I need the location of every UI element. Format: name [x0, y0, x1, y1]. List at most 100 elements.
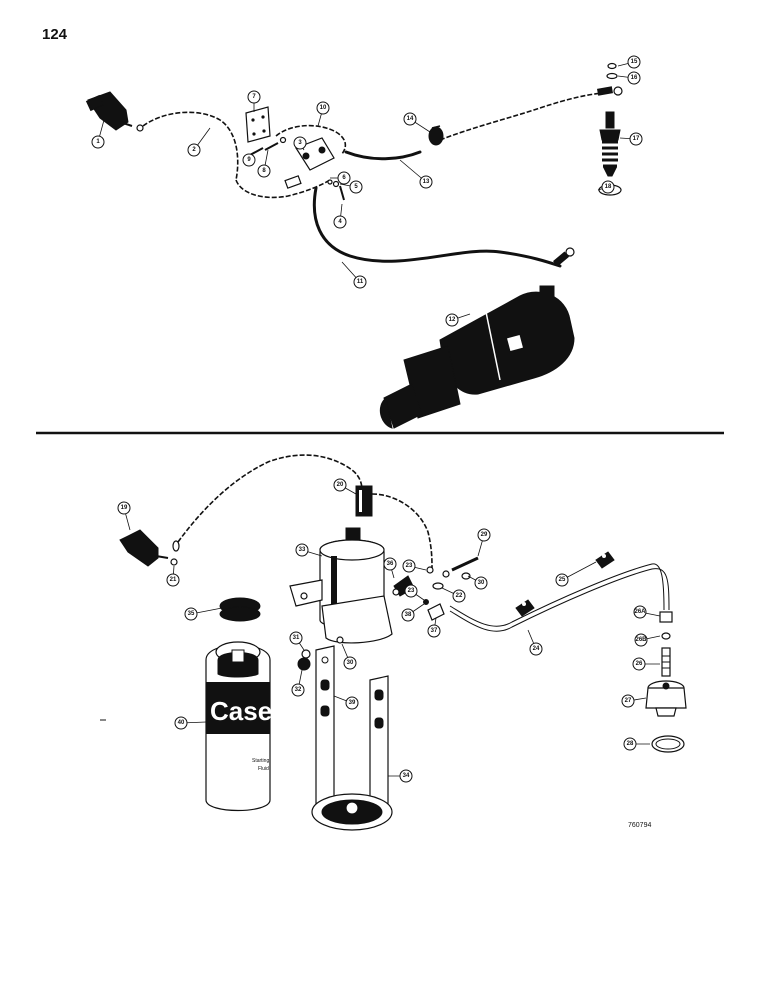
cable-connector-to-coil [371, 493, 433, 569]
ring-terminal-23 [426, 566, 434, 574]
callout-number: 27 [625, 698, 632, 704]
callout-number: 20 [337, 482, 344, 488]
callout-number: 23 [408, 588, 415, 594]
callout-circle [184, 607, 198, 621]
callout-circle [634, 633, 648, 647]
callout-number: 38 [405, 612, 412, 618]
boot-14 [428, 125, 444, 146]
callout-number: 8 [262, 168, 266, 174]
switch-part-1 [85, 91, 144, 132]
fittings-26 [659, 611, 673, 677]
ring-terminal [597, 86, 623, 96]
callout-circle [427, 624, 441, 638]
cable-10 [275, 124, 347, 155]
callout-number: 30 [478, 580, 485, 586]
callout-circle [247, 90, 261, 104]
cap-35 [219, 597, 261, 622]
callout-circle [621, 694, 635, 708]
nut-32 [297, 657, 311, 671]
callout-circle [333, 215, 347, 229]
callout-circle [345, 696, 359, 710]
heater-17 [599, 111, 621, 177]
callout-number: 1 [96, 139, 100, 145]
callout-circle [601, 180, 615, 194]
callout-circle [257, 164, 271, 178]
starting-fluid-can-40: Case Starting Fluid [205, 641, 272, 812]
washer-30-lower [336, 636, 344, 644]
callout-circle [555, 573, 569, 587]
callout-number: 30 [347, 660, 354, 666]
callout-number: 26B [635, 637, 647, 643]
callout-circle [166, 573, 180, 587]
nut-37 [427, 603, 445, 621]
screws-8-9 [249, 136, 287, 156]
callout-circle [477, 528, 491, 542]
callout-circle [452, 589, 466, 603]
mounting-plate-7 [245, 106, 271, 143]
bracket-34-39 [311, 645, 393, 831]
callout-circle [627, 71, 641, 85]
callout-number: 2 [192, 147, 196, 153]
callout-circle [291, 683, 305, 697]
callout-layer: 1234567891011121314151617181920212223232… [91, 55, 661, 783]
callout-circle [289, 631, 303, 645]
callout-circle [174, 716, 188, 730]
callout-circle [187, 143, 201, 157]
cable-13-right [439, 92, 605, 141]
callout-circle [399, 769, 413, 783]
callout-circle [632, 657, 646, 671]
callout-number: 25 [559, 577, 566, 583]
clips-25 [515, 551, 615, 617]
callout-circle [293, 136, 307, 150]
callout-circle [474, 576, 488, 590]
callout-circle [333, 478, 347, 492]
callout-number: 36 [387, 561, 394, 567]
callout-number: 37 [431, 628, 438, 634]
callout-number: 35 [188, 611, 195, 617]
callout-number: 39 [349, 700, 356, 706]
callout-circle [402, 559, 416, 573]
cable-to-connector-20 [177, 454, 363, 543]
washer-31 [301, 649, 311, 659]
cable-2 [142, 111, 239, 181]
gasket-28-inner [655, 738, 681, 750]
bolt-29 [442, 556, 479, 578]
nut-22 [432, 582, 444, 590]
callout-number: 13 [423, 179, 430, 185]
can-small-text-1: Starting [252, 758, 269, 764]
callout-number: 28 [627, 741, 634, 747]
washer-30-upper [461, 572, 471, 580]
callout-circle [117, 501, 131, 515]
callout-number: 10 [320, 105, 327, 111]
callout-number: 12 [449, 317, 456, 323]
callout-number: 24 [533, 646, 540, 652]
callout-number: 4 [338, 219, 342, 225]
callout-circle [529, 642, 543, 656]
callout-number: 26A [634, 609, 646, 615]
callout-circle [337, 171, 351, 185]
callout-circle [316, 101, 330, 115]
callout-number: 6 [342, 175, 346, 181]
callout-circle [242, 153, 256, 167]
bolt-4-5-6 [327, 179, 345, 201]
callout-number: 40 [178, 720, 185, 726]
tube-24-outline-b [449, 568, 670, 632]
callout-number: 33 [299, 547, 306, 553]
callout-number: 16 [631, 75, 638, 81]
callout-circle [343, 656, 357, 670]
callout-circle [627, 55, 641, 69]
cable-11 [312, 186, 562, 268]
callout-circle [623, 737, 637, 751]
callout-circle [419, 175, 433, 189]
can-small-text-2: Fluid [258, 766, 269, 772]
nut-15-16 [606, 62, 618, 80]
cable-13 [344, 150, 422, 161]
callout-number: 32 [295, 687, 302, 693]
can-brand-text: Case [210, 696, 272, 726]
callout-circle [445, 313, 459, 327]
callout-number: 21 [170, 577, 177, 583]
terminal-block-3 [284, 137, 335, 189]
callout-number: 23 [406, 563, 413, 569]
callout-number: 31 [293, 635, 300, 641]
